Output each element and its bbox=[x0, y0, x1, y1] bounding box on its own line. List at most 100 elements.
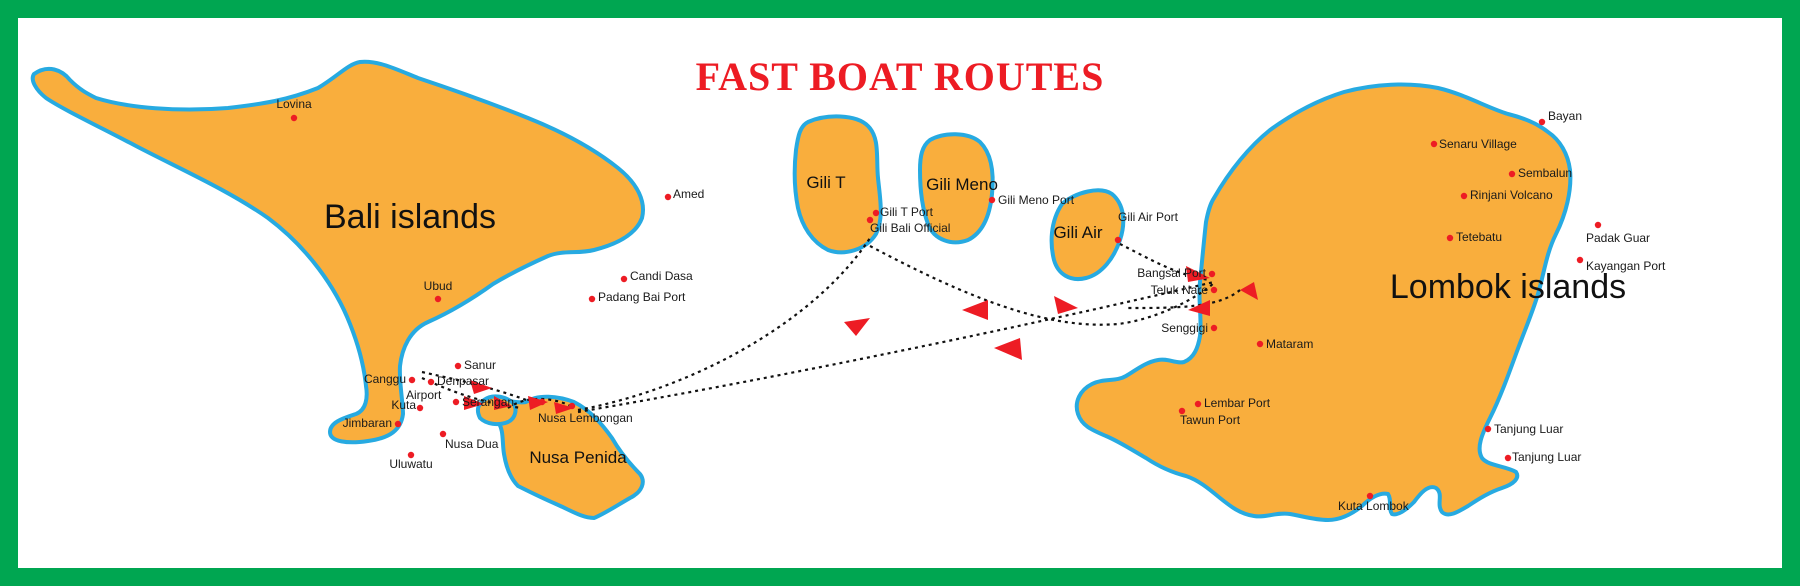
svg-text:Kayangan Port: Kayangan Port bbox=[1586, 259, 1666, 273]
svg-text:Denpasar: Denpasar bbox=[437, 374, 489, 388]
place-kuta-lombok[interactable]: Kuta Lombok bbox=[1338, 492, 1410, 513]
arrow-gili-t-east bbox=[1054, 296, 1078, 314]
gili-t-label: Gili T bbox=[806, 173, 845, 192]
place-gili-meno-port[interactable]: Gili Meno Port bbox=[988, 193, 1075, 207]
place-gili-air-port[interactable]: Gili Air Port bbox=[1114, 210, 1179, 244]
svg-text:Senggigi: Senggigi bbox=[1161, 321, 1208, 335]
svg-text:Sembalun: Sembalun bbox=[1518, 166, 1572, 180]
svg-text:Canggu: Canggu bbox=[364, 372, 406, 386]
place-airport[interactable]: Airport bbox=[406, 388, 442, 402]
place-tetebatu[interactable]: Tetebatu bbox=[1446, 230, 1502, 244]
svg-text:Tetebatu: Tetebatu bbox=[1456, 230, 1502, 244]
svg-text:Amed: Amed bbox=[673, 187, 704, 201]
svg-text:Tanjung Luar: Tanjung Luar bbox=[1494, 422, 1563, 436]
svg-text:Tanjung Luar: Tanjung Luar bbox=[1512, 450, 1581, 464]
place-jimbaran[interactable]: Jimbaran bbox=[343, 416, 402, 430]
svg-text:Gili Air Port: Gili Air Port bbox=[1118, 210, 1179, 224]
place-tanjung-luar-2[interactable]: Tanjung Luar bbox=[1504, 450, 1582, 464]
place-rinjani-volcano[interactable]: Rinjani Volcano bbox=[1460, 188, 1553, 202]
place-padak-guar[interactable]: Padak Guar bbox=[1586, 221, 1650, 245]
place-kuta[interactable]: Kuta bbox=[391, 398, 424, 412]
arrow-bangsal-in bbox=[1186, 266, 1210, 282]
place-sembalun[interactable]: Sembalun bbox=[1508, 166, 1572, 180]
svg-text:Serangan: Serangan bbox=[462, 395, 514, 409]
place-uluwatu[interactable]: Uluwatu bbox=[389, 451, 433, 471]
gili-air-island[interactable] bbox=[1049, 188, 1126, 281]
svg-text:Senaru Village: Senaru Village bbox=[1439, 137, 1517, 151]
svg-text:Padak Guar: Padak Guar bbox=[1586, 231, 1650, 245]
place-padang-bai-port[interactable]: Padang Bai Port bbox=[588, 290, 686, 304]
route-arrows bbox=[464, 266, 1258, 414]
place-serangan[interactable]: Serangan bbox=[452, 395, 514, 409]
place-tawun-port[interactable]: Tawun Port bbox=[1178, 407, 1241, 427]
svg-text:Kuta Lombok: Kuta Lombok bbox=[1338, 499, 1410, 513]
gili-t-island[interactable] bbox=[792, 114, 883, 255]
route-gili-t-bangsal bbox=[869, 245, 1216, 326]
svg-text:Gili Meno Port: Gili Meno Port bbox=[998, 193, 1075, 207]
svg-text:Teluk Nare: Teluk Nare bbox=[1151, 283, 1209, 297]
place-teluk-nare[interactable]: Teluk Nare bbox=[1151, 283, 1218, 297]
arrow-5 bbox=[464, 396, 484, 410]
arrow-3 bbox=[528, 396, 548, 410]
place-gili-bali-official[interactable]: Gili Bali Official bbox=[866, 216, 951, 235]
map-title: FAST BOAT ROUTES bbox=[696, 54, 1105, 99]
svg-text:Sanur: Sanur bbox=[464, 358, 496, 372]
svg-text:Airport: Airport bbox=[406, 388, 442, 402]
arrow-4 bbox=[554, 402, 574, 414]
place-ubud[interactable]: Ubud bbox=[424, 279, 453, 303]
svg-text:Bayan: Bayan bbox=[1548, 109, 1582, 123]
nusa-penida-label: Nusa Penida bbox=[529, 448, 627, 467]
place-canggu[interactable]: Canggu bbox=[364, 372, 416, 386]
gili-meno-label: Gili Meno bbox=[926, 175, 998, 194]
place-lembar-port[interactable]: Lembar Port bbox=[1194, 396, 1271, 410]
svg-text:Lovina: Lovina bbox=[276, 97, 312, 111]
bali-island[interactable] bbox=[30, 59, 645, 445]
place-bangsal-port[interactable]: Bangsal Port bbox=[1137, 266, 1216, 280]
place-kayangan-port[interactable]: Kayangan Port bbox=[1576, 256, 1666, 273]
place-sanur[interactable]: Sanur bbox=[454, 358, 496, 372]
arrow-gili-air-up bbox=[1240, 282, 1258, 300]
route-lembongan-bangsal bbox=[577, 280, 1215, 414]
svg-text:Lembar Port: Lembar Port bbox=[1204, 396, 1271, 410]
svg-text:Nusa Lembongan: Nusa Lembongan bbox=[538, 411, 633, 425]
place-nusa-lembongan[interactable]: Nusa Lembongan bbox=[538, 398, 633, 425]
lombok-label: Lombok islands bbox=[1390, 268, 1626, 306]
place-denpasar[interactable]: Denpasar bbox=[427, 374, 489, 388]
svg-text:Nusa Dua: Nusa Dua bbox=[445, 437, 499, 451]
place-senaru-village[interactable]: Senaru Village bbox=[1430, 137, 1517, 151]
svg-text:Padang Bai Port: Padang Bai Port bbox=[598, 290, 686, 304]
place-mataram[interactable]: Mataram bbox=[1256, 337, 1314, 351]
gili-air-label: Gili Air bbox=[1053, 223, 1102, 242]
arrow-gili-t bbox=[844, 318, 870, 336]
bali-label: Bali islands bbox=[324, 198, 496, 236]
arrow-1 bbox=[470, 380, 492, 394]
place-tanjung-luar-1[interactable]: Tanjung Luar bbox=[1484, 422, 1564, 436]
svg-text:Kuta: Kuta bbox=[391, 398, 416, 412]
lombok-island[interactable] bbox=[1074, 82, 1573, 522]
svg-text:Jimbaran: Jimbaran bbox=[343, 416, 392, 430]
place-nusa-dua[interactable]: Nusa Dua bbox=[439, 430, 499, 451]
place-gili-t-port[interactable]: Gili T Port bbox=[872, 205, 934, 219]
map-frame: FAST BOAT ROUTES Bali isla bbox=[18, 18, 1782, 568]
arrow-lombok-west bbox=[1188, 300, 1210, 316]
place-bayan[interactable]: Bayan bbox=[1538, 109, 1582, 126]
gili-meno-island[interactable] bbox=[918, 132, 995, 245]
route-gili-air-lombok-curve bbox=[1127, 289, 1241, 310]
svg-text:Gili Bali Official: Gili Bali Official bbox=[870, 221, 950, 235]
route-gili-air-bangsal bbox=[1119, 243, 1211, 282]
arrow-mid-low bbox=[994, 338, 1022, 360]
place-senggigi[interactable]: Senggigi bbox=[1161, 321, 1218, 335]
route-lembongan-gili-t bbox=[577, 237, 871, 412]
svg-text:Gili T Port: Gili T Port bbox=[880, 205, 934, 219]
place-candi-dasa[interactable]: Candi Dasa bbox=[620, 269, 693, 283]
svg-text:Tawun Port: Tawun Port bbox=[1180, 413, 1241, 427]
svg-text:Mataram: Mataram bbox=[1266, 337, 1313, 351]
arrow-mid-west bbox=[962, 300, 988, 320]
svg-text:Candi Dasa: Candi Dasa bbox=[630, 269, 693, 283]
place-lovina[interactable]: Lovina bbox=[276, 97, 312, 122]
arrow-2 bbox=[494, 396, 512, 410]
svg-text:Rinjani Volcano: Rinjani Volcano bbox=[1470, 188, 1553, 202]
place-amed[interactable]: Amed bbox=[664, 187, 705, 201]
svg-text:Ubud: Ubud bbox=[424, 279, 453, 293]
svg-text:Uluwatu: Uluwatu bbox=[389, 457, 432, 471]
